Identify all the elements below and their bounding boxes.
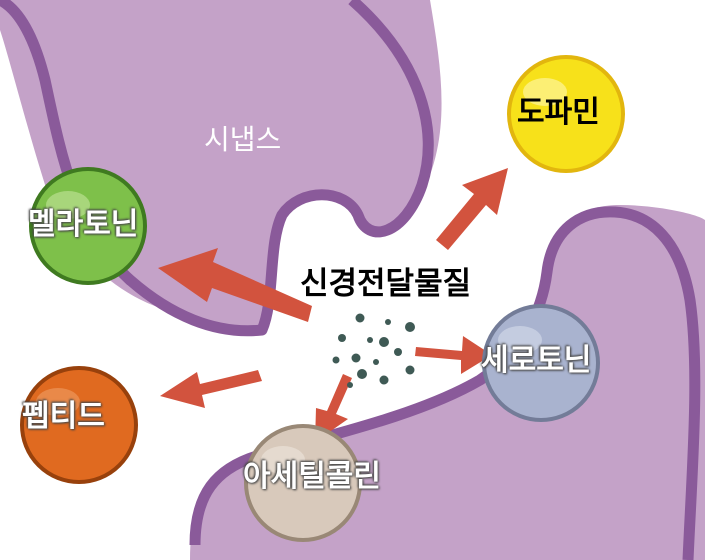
melatonin-label: 멜라토닌 [28, 207, 139, 242]
synapse-label: 시냅스 [204, 123, 282, 156]
arrow-peptide [160, 370, 262, 408]
arrow-melatonin [158, 248, 312, 322]
dopamine-label: 도파민 [517, 95, 600, 130]
acetylcholine-label: 아세틸콜린 [243, 459, 381, 494]
arrow-dopamine [436, 168, 508, 250]
arrows [158, 168, 508, 442]
neurotransmitter-dots [332, 313, 415, 388]
neurotransmitter-label: 신경전달물질 [300, 266, 472, 302]
arrow-serotonin [415, 336, 492, 374]
molecule-circles [20, 55, 625, 542]
serotonin-label: 세로토닌 [481, 343, 592, 378]
upper-neuron-membrane [0, 0, 434, 337]
peptide-label: 펩티드 [22, 399, 105, 434]
arrow-acetylcholine [315, 374, 352, 442]
